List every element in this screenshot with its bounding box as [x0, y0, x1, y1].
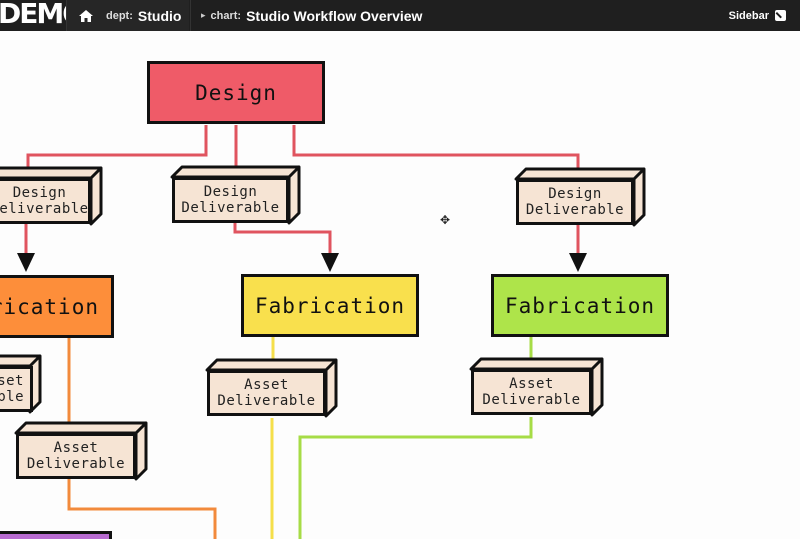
depth-deliv-mid [170, 165, 301, 225]
dept-label: dept: [106, 9, 133, 22]
deliverable-design-mid-label: Design Deliverable [181, 184, 280, 216]
dept-value[interactable]: Studio [137, 7, 182, 24]
sidebar-button[interactable]: Sidebar [729, 0, 786, 31]
design-node[interactable]: Design [147, 61, 325, 124]
breadcrumb-chart[interactable]: ▸ chart: Studio Workflow Overview [190, 0, 422, 31]
fabrication-node-mid[interactable]: Fabrication [241, 274, 419, 337]
purple-node-partial[interactable] [0, 531, 112, 539]
asset-deliverable-left-top[interactable]: Asset Deliverable [0, 366, 33, 412]
asset-deliverable-left-top-label: Asset Deliverable [0, 373, 24, 405]
depth-deliv-left [0, 166, 103, 226]
expand-arrow-icon [775, 10, 786, 21]
fabrication-node-right[interactable]: Fabrication [491, 274, 669, 337]
fabrication-node-mid-label: Fabrication [254, 293, 406, 318]
link-design-right [292, 125, 580, 171]
move-cursor-icon: ✥ [440, 213, 451, 227]
arrow-left [17, 253, 35, 272]
fabrication-node-left[interactable]: rication [0, 275, 114, 338]
chevron-right-icon: ▸ [201, 10, 206, 20]
depth-deliv-right [514, 167, 646, 227]
deliverable-design-right-label: Design Deliverable [525, 186, 625, 218]
asset-deliverable-right[interactable]: Asset Deliverable [471, 369, 592, 415]
asset-deliverable-mid[interactable]: Asset Deliverable [207, 370, 326, 416]
link-design-left [26, 125, 208, 169]
chart-title[interactable]: Studio Workflow Overview [246, 7, 423, 24]
fabrication-node-left-label: rication [0, 294, 99, 319]
asset-deliverable-left-bottom-label: Asset Deliverable [26, 440, 126, 472]
deliverable-design-right[interactable]: Design Deliverable [516, 179, 634, 225]
connection-lines [17, 125, 587, 539]
top-bar: DEMO dept: Studio ▸ chart: Studio Workfl… [0, 0, 800, 31]
home-icon[interactable] [79, 9, 93, 22]
asset-deliverable-mid-label: Asset Deliverable [217, 377, 316, 409]
link-green-down [298, 417, 533, 539]
arrow-mid [321, 253, 339, 272]
asset-deliverable-right-label: Asset Deliverable [482, 376, 581, 408]
chart-label: chart: [210, 9, 242, 22]
fabrication-node-right-label: Fabrication [504, 293, 656, 318]
asset-deliverable-left-bottom[interactable]: Asset Deliverable [16, 433, 136, 479]
deliverable-design-left[interactable]: Design Deliverable [0, 178, 91, 224]
workflow-canvas[interactable]: Design Design Deliverable Design Deliver… [0, 31, 800, 539]
breadcrumb-dept[interactable]: dept: Studio [66, 0, 189, 31]
link-deliv-mid [233, 222, 332, 256]
design-node-label: Design [195, 80, 277, 105]
arrow-right [569, 253, 587, 272]
deliverable-design-left-label: Design Deliverable [0, 185, 89, 217]
sidebar-label: Sidebar [728, 9, 769, 22]
